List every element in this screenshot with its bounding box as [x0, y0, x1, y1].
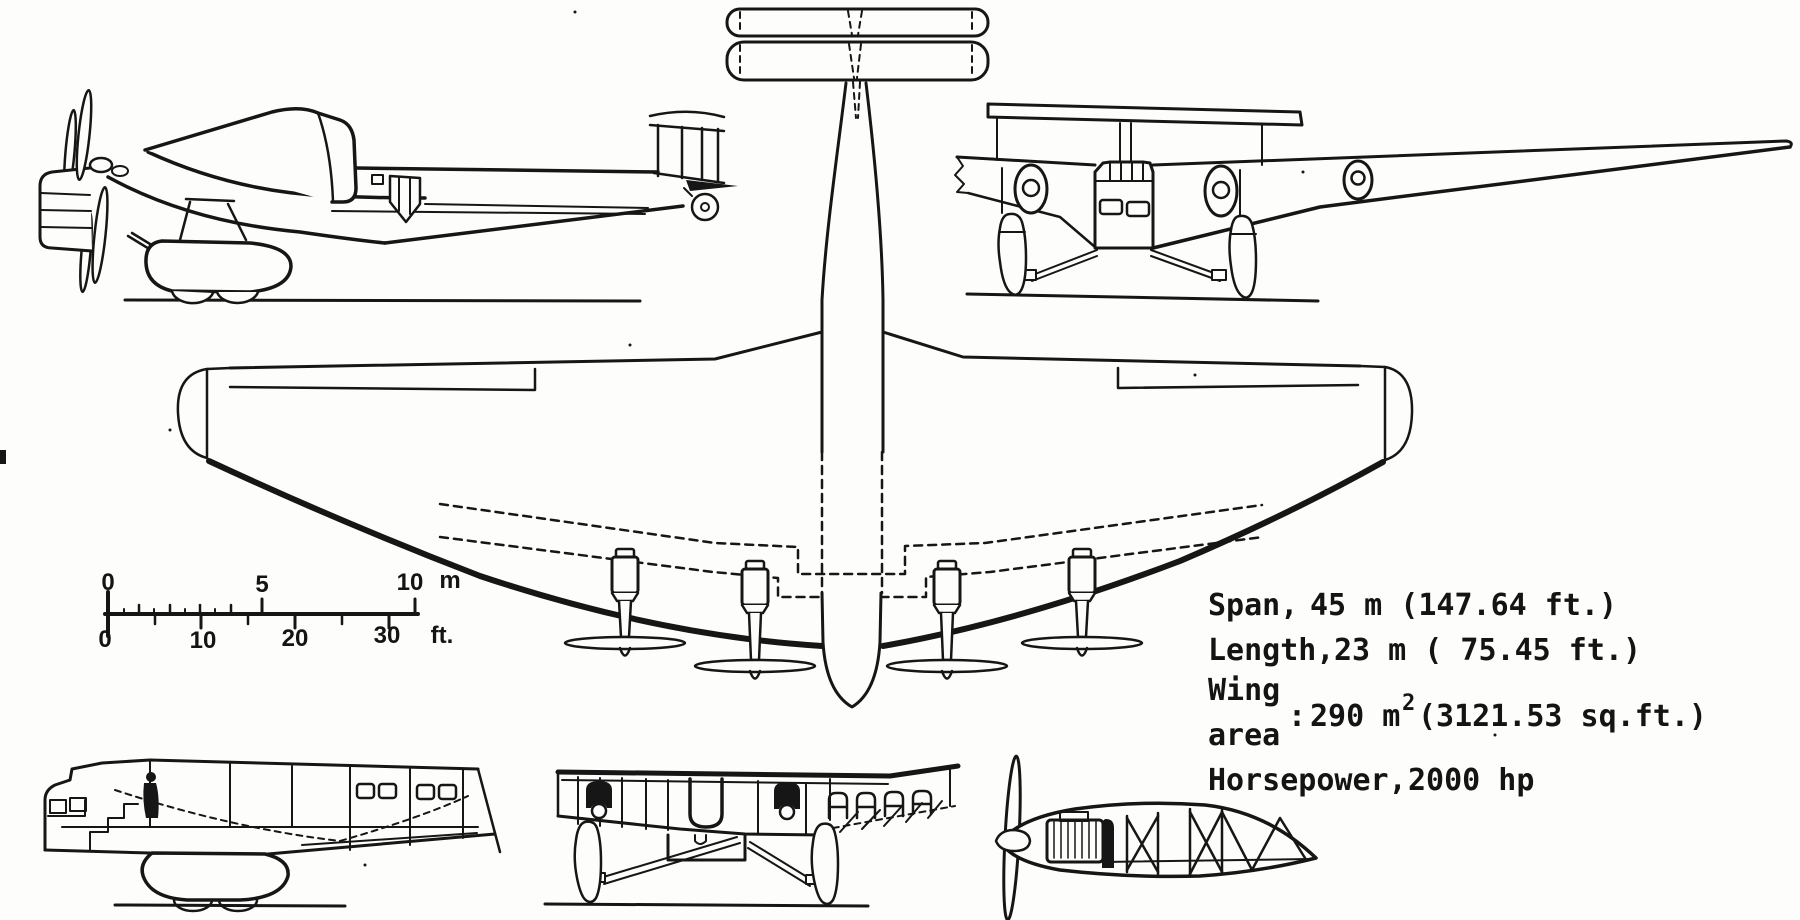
engine-nacelle-plan-4	[1020, 547, 1144, 657]
wing-section-view	[994, 754, 1318, 920]
spec-wing-colon: :	[1288, 699, 1306, 734]
spec-wing-value-post: (3121.53 sq.ft.)	[1418, 699, 1707, 734]
engine-nacelle-plan-2	[693, 559, 817, 680]
scale-label-m-unit: m	[439, 567, 460, 594]
side-view	[38, 88, 738, 305]
scale-label-f10: 10	[190, 627, 217, 654]
spec-wing-superscript: 2	[1402, 691, 1415, 716]
spec-span-value: 45 m (147.64 ft.)	[1310, 588, 1617, 623]
scale-label-m5: 5	[255, 571, 268, 598]
front-view	[954, 102, 1793, 303]
scale-label-ft-unit: ft.	[431, 622, 454, 649]
cutaway-side-view	[43, 758, 502, 913]
spec-wing-value-pre: 290 m	[1310, 699, 1400, 734]
scale-label-f30: 30	[374, 622, 401, 649]
engine-nacelle-plan-1	[563, 547, 687, 657]
spec-wing-label-bottom: area	[1208, 718, 1280, 753]
spec-span-label: Span,	[1208, 588, 1298, 623]
engine-nacelle-plan-3	[885, 559, 1009, 680]
scale-label-f0: 0	[98, 626, 111, 653]
cutaway-front-view	[543, 763, 961, 908]
scale-bar: 0 5 10 m 0 10 20 30 ft.	[98, 567, 460, 654]
spec-wing-label-top: Wing	[1208, 673, 1280, 708]
spec-horsepower-value: 2000 hp	[1408, 763, 1534, 798]
paper-specks	[0, 10, 1497, 867]
spec-length-label: Length,	[1208, 633, 1334, 668]
spec-horsepower-label: Horsepower,	[1208, 763, 1407, 798]
scale-label-m10: 10	[397, 569, 424, 596]
spec-length-value: 23 m ( 75.45 ft.)	[1334, 633, 1641, 668]
scale-label-f20: 20	[282, 625, 309, 652]
plan-view	[176, 7, 1414, 709]
scale-label-m0: 0	[101, 569, 114, 596]
spec-text-block: Span, 45 m (147.64 ft.) Length, 23 m ( 7…	[1208, 588, 1707, 798]
